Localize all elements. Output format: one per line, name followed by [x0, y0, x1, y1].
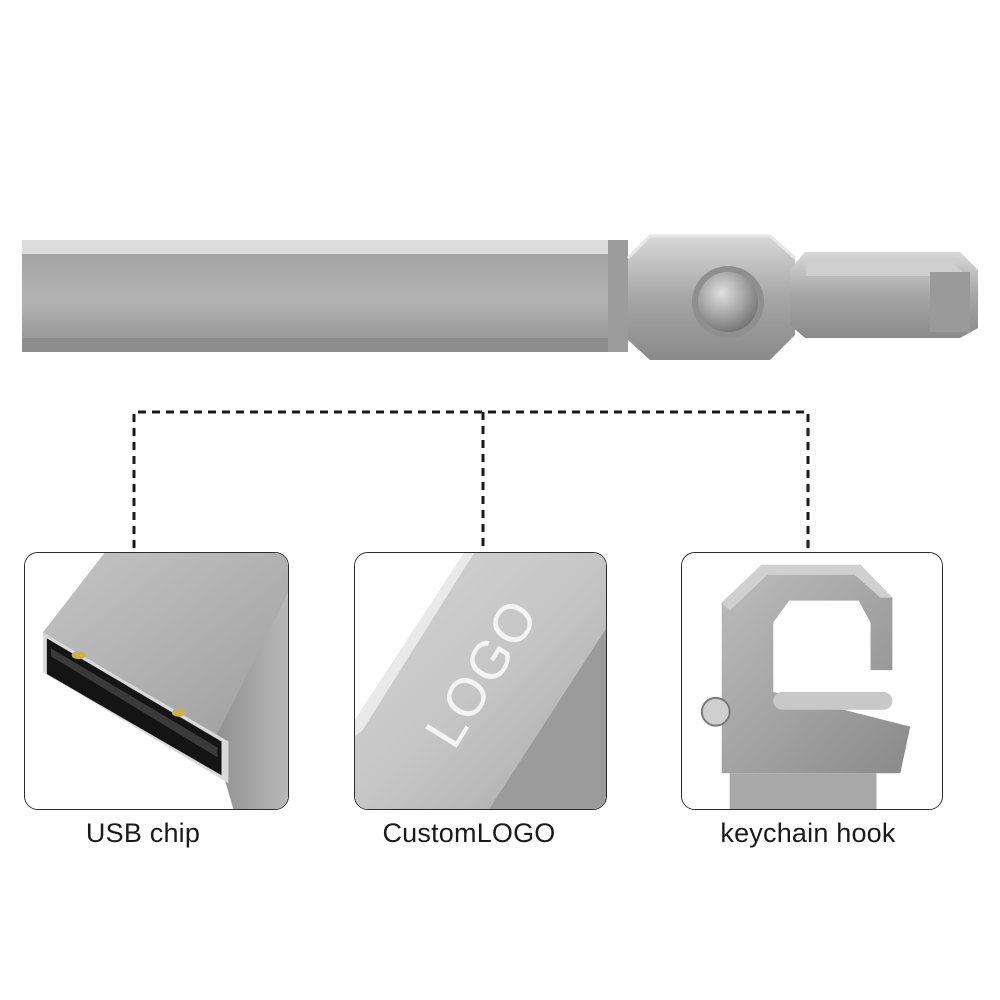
screw-pin-icon — [698, 272, 758, 332]
caption-keychain-hook: keychain hook — [720, 818, 896, 848]
drive-body — [22, 240, 628, 352]
gold-contact-icon — [71, 651, 86, 660]
screw-head-icon — [700, 696, 731, 727]
gold-contact-icon — [171, 708, 186, 717]
panel-custom-logo: LOGO — [354, 552, 607, 810]
engraved-logo-closeup: LOGO — [355, 553, 606, 809]
hinge-block — [626, 234, 796, 360]
caption-usb-chip: USB chip — [85, 818, 201, 848]
panel-keychain-hook — [681, 552, 943, 810]
caption-custom-logo: CustomLOGO — [382, 818, 556, 848]
keychain-hook-closeup — [682, 553, 942, 809]
usb-drive-product-image — [22, 234, 978, 360]
hook-end — [790, 252, 978, 338]
usb-connector-closeup — [25, 553, 288, 809]
panel-usb-chip — [24, 552, 289, 810]
callout-connector-lines — [132, 410, 810, 548]
